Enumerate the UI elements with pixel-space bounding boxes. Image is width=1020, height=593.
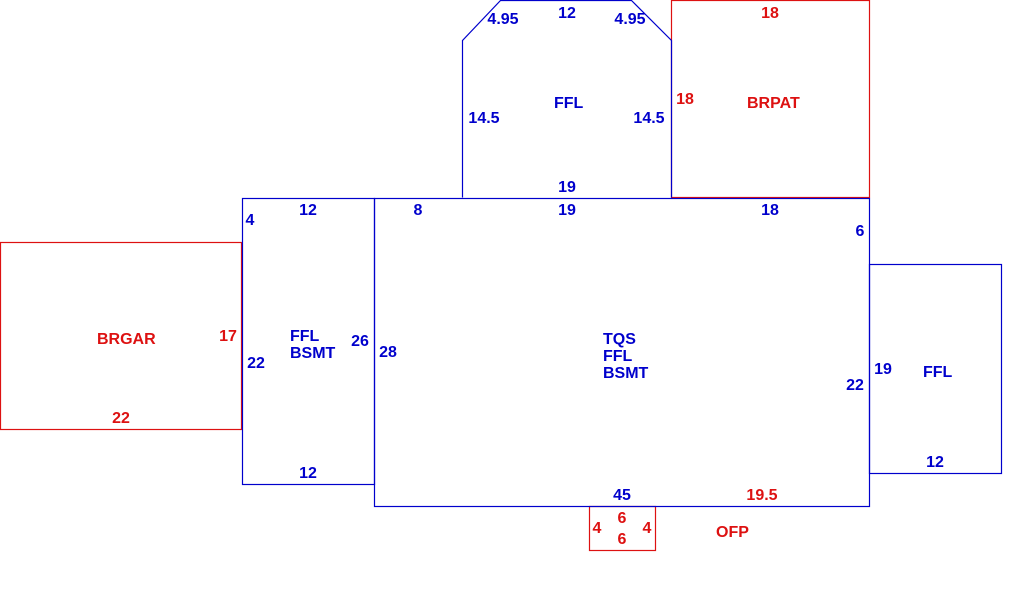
- right-wing-outline: [868, 263, 1003, 475]
- dim-right-wing-left: 19: [874, 361, 892, 378]
- dim-main-top-mid: 19: [558, 202, 576, 219]
- dim-main-top-left: 8: [414, 202, 423, 219]
- dim-main-bottom: 45: [613, 487, 631, 504]
- brgar-outline: [0, 241, 243, 431]
- brpat-label: BRPAT: [747, 95, 800, 112]
- dim-brgar-right: 17: [219, 328, 237, 345]
- dim-left-wing-step: 4: [246, 212, 255, 229]
- left-wing-label-ffl: FFL: [290, 328, 320, 345]
- main-label-tqs: TQS: [603, 331, 636, 348]
- top-bay-outline: [461, 0, 673, 198]
- dim-ofp-bottom: 6: [618, 531, 627, 548]
- dim-top-bay-right: 14.5: [633, 110, 664, 127]
- dim-left-wing-left: 22: [247, 355, 265, 372]
- dim-brpat-top: 18: [761, 5, 779, 22]
- dim-main-right-step: 6: [856, 223, 865, 240]
- dim-main-left: 28: [379, 344, 397, 361]
- dim-top-bay-diag-right: 4.95: [614, 11, 645, 28]
- main-label-bsmt: BSMT: [603, 365, 649, 382]
- dim-right-wing-bottom: 12: [926, 454, 944, 471]
- dim-brgar-bottom: 22: [112, 410, 130, 427]
- dim-main-right: 22: [846, 377, 864, 394]
- left-wing-label-bsmt: BSMT: [290, 345, 336, 362]
- right-wing-label: FFL: [923, 364, 953, 381]
- main-label-ffl: FFL: [603, 348, 633, 365]
- dim-top-bay-left: 14.5: [468, 110, 499, 127]
- top-bay-label: FFL: [554, 95, 584, 112]
- dim-left-wing-bottom: 12: [299, 465, 317, 482]
- dim-top-bay-top: 12: [558, 5, 576, 22]
- dim-main-bottom-right: 19.5: [746, 487, 777, 504]
- dim-brpat-left: 18: [676, 91, 694, 108]
- dim-main-top-right: 18: [761, 202, 779, 219]
- ofp-label: OFP: [716, 524, 749, 541]
- dim-ofp-left: 4: [593, 520, 602, 537]
- dim-top-bay-diag-left: 4.95: [487, 11, 518, 28]
- dim-ofp-right: 4: [643, 520, 652, 537]
- dim-ofp-top: 6: [618, 510, 627, 527]
- dim-left-wing-right: 26: [351, 333, 369, 350]
- dim-left-wing-top: 12: [299, 202, 317, 219]
- dim-top-bay-bottom: 19: [558, 179, 576, 196]
- brgar-label: BRGAR: [97, 331, 156, 348]
